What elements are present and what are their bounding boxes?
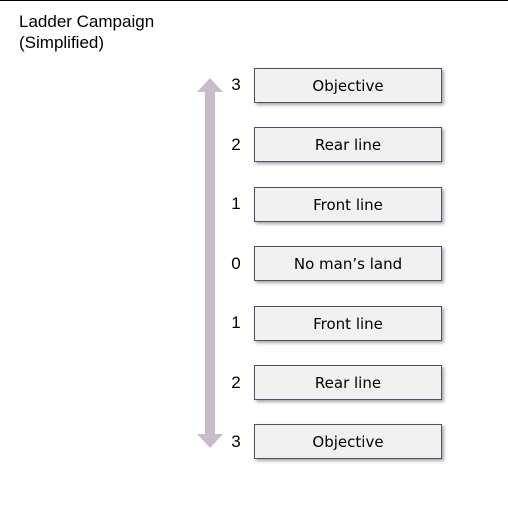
arrow-up-head bbox=[197, 78, 223, 92]
rung-box-0: Objective bbox=[254, 68, 442, 103]
rung-number-2: 1 bbox=[231, 194, 241, 213]
rung-box-3: No man’s land bbox=[254, 246, 442, 281]
rung-box-6: Objective bbox=[254, 424, 442, 459]
top-rule bbox=[0, 0, 508, 1]
rung-number-1: 2 bbox=[231, 135, 241, 154]
title-line-1: Ladder Campaign bbox=[19, 12, 155, 31]
rung-number-4: 1 bbox=[231, 313, 241, 332]
arrow-down-head bbox=[197, 434, 223, 448]
rung-number-5: 2 bbox=[231, 373, 241, 392]
rung-box-2: Front line bbox=[254, 187, 442, 222]
page-title: Ladder Campaign (Simplified) bbox=[19, 11, 154, 53]
rung-number-3: 0 bbox=[231, 254, 241, 273]
arrow-shaft bbox=[205, 91, 215, 435]
rung-number-0: 3 bbox=[231, 75, 241, 94]
title-line-2: (Simplified) bbox=[19, 33, 105, 52]
double-arrow-icon bbox=[197, 78, 223, 448]
rung-number-6: 3 bbox=[231, 432, 241, 451]
rung-box-4: Front line bbox=[254, 306, 442, 341]
rung-box-1: Rear line bbox=[254, 127, 442, 162]
rung-box-5: Rear line bbox=[254, 365, 442, 400]
